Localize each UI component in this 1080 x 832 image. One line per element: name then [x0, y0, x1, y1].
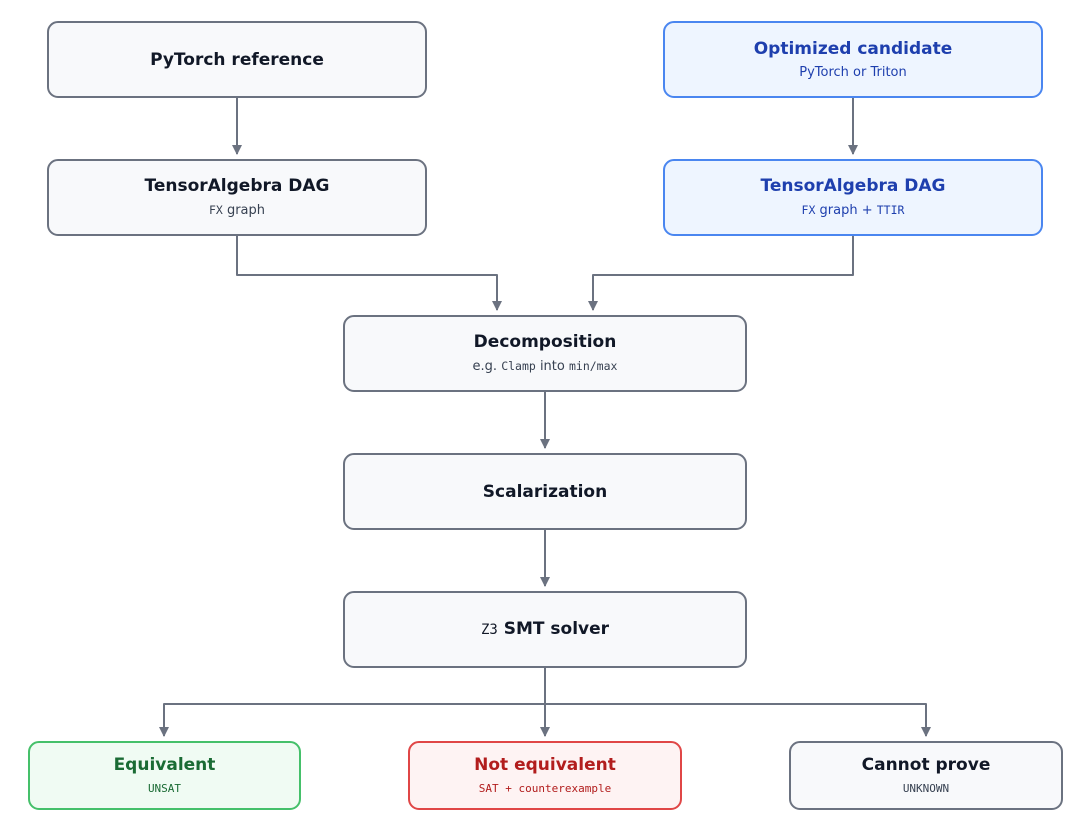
edge-dag-reference-to-decomposition: [236, 236, 502, 311]
fx-code: FX: [208, 203, 223, 217]
decomposition-node: Decomposition e.g. Clamp into min/max: [343, 315, 747, 392]
scalarization-title: Scalarization: [482, 481, 608, 502]
unsat-label: UNSAT: [147, 781, 182, 795]
candidate-dag-subtitle: FX graph + TTIR: [802, 201, 905, 220]
not-equivalent-title: Not equivalent: [474, 754, 616, 775]
into-text: into: [535, 359, 569, 374]
fx-code: FX: [801, 203, 816, 217]
ttir-code: TTIR: [876, 203, 905, 217]
example-prefix: e.g.: [472, 359, 502, 374]
clamp-code: Clamp: [501, 359, 536, 373]
cannot-prove-node: Cannot prove UNKNOWN: [789, 741, 1063, 810]
pytorch-reference-title: PyTorch reference: [150, 49, 324, 70]
not-equivalent-node: Not equivalent SAT + counterexample: [408, 741, 682, 810]
reference-dag-node: TensorAlgebra DAG FX graph: [47, 159, 427, 236]
candidate-dag-node: TensorAlgebra DAG FX graph + TTIR: [663, 159, 1043, 236]
optimized-candidate-node: Optimized candidate PyTorch or Triton: [663, 21, 1043, 98]
graph-text: graph: [222, 203, 266, 218]
edge-solver-to-equivalent: [159, 703, 545, 737]
min-max-code: min/max: [568, 359, 618, 373]
z3-code: Z3: [480, 622, 498, 638]
pytorch-reference-node: PyTorch reference: [47, 21, 427, 98]
edge-solver-to-cannot-prove: [545, 703, 931, 737]
decomposition-subtitle: e.g. Clamp into min/max: [473, 357, 618, 376]
optimized-candidate-title: Optimized candidate: [753, 38, 953, 59]
smt-solver-title: Z3 SMT solver: [481, 618, 609, 641]
smt-solver-text: SMT solver: [497, 619, 610, 639]
reference-dag-subtitle: FX graph: [209, 201, 265, 220]
equivalent-title: Equivalent: [113, 754, 216, 775]
graph-plus-text: graph +: [815, 203, 877, 218]
cannot-prove-title: Cannot prove: [861, 754, 991, 775]
scalarization-node: Scalarization: [343, 453, 747, 530]
decomposition-title: Decomposition: [473, 332, 617, 352]
candidate-dag-title: TensorAlgebra DAG: [760, 176, 946, 196]
equivalent-node: Equivalent UNSAT: [28, 741, 301, 810]
edge-dag-candidate-to-decomposition: [588, 236, 854, 311]
smt-solver-node: Z3 SMT solver: [343, 591, 747, 668]
optimized-candidate-subtitle: PyTorch or Triton: [799, 64, 907, 80]
unknown-label: UNKNOWN: [902, 781, 950, 795]
sat-counterexample-label: SAT + counterexample: [478, 781, 612, 795]
reference-dag-title: TensorAlgebra DAG: [144, 176, 330, 196]
